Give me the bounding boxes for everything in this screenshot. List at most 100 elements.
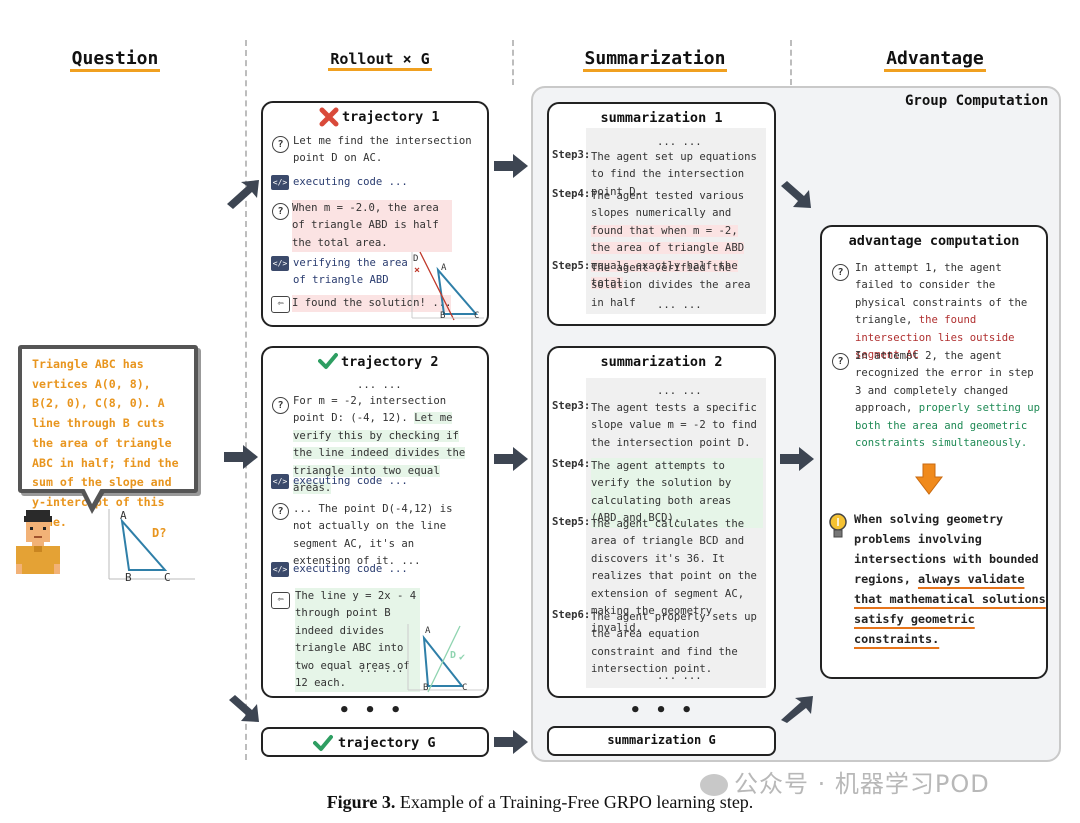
arrow-icon: [227, 180, 259, 209]
arrow-icon: [781, 181, 811, 208]
check-icon: ✔: [459, 652, 466, 663]
divider-3: [790, 40, 792, 85]
header-rollout: Rollout × G: [300, 50, 460, 71]
sum2-step3: The agent tests a specific slope value m…: [591, 402, 757, 449]
figure-caption: Figure 3. Example of a Training-Free GRP…: [326, 792, 754, 812]
advantage-computation-card[interactable]: [820, 225, 1048, 679]
traj2-line-2: ... The point D(-4,12) is not actually o…: [293, 503, 453, 568]
arrow-icon: [494, 447, 528, 471]
traj1-code-1: executing code ...: [293, 176, 408, 188]
arrow-icon: [224, 445, 258, 469]
question-icon: ?: [272, 136, 289, 153]
traj2-code-2: executing code ...: [293, 563, 408, 575]
arrow-icon: [494, 730, 528, 754]
sum2-dots-top: ... ...: [657, 385, 702, 397]
traj2-line-1: For m = -2, intersection point D: (-4, 1…: [293, 395, 466, 495]
sum1-step5-label: Step5:: [552, 260, 591, 272]
header-advantage: Advantage: [860, 48, 1010, 72]
sum2-step6-label: Step6:: [552, 609, 591, 621]
summarization-ellipsis: • • •: [629, 700, 695, 721]
trajectory-g-card[interactable]: [261, 727, 489, 757]
traj2-fig-a: A: [425, 626, 431, 636]
question-fig-label-c: C: [164, 571, 171, 584]
advantage-paragraph-1: In attempt 1, the agent failed to consid…: [855, 262, 1028, 362]
question-fig-label-a: A: [120, 509, 127, 522]
traj1-triangle-figure: [408, 250, 486, 322]
trajectory-1-title: trajectory 1: [342, 109, 440, 125]
question-icon: ?: [272, 503, 289, 520]
question-bubble: Triangle ABC has vertices A(0, 8), B(2, …: [18, 345, 198, 529]
traj1-fig-x: ×: [414, 265, 421, 276]
question-icon: ?: [272, 203, 289, 220]
down-arrow-icon: [914, 463, 944, 495]
check-icon: [313, 734, 333, 752]
traj1-fig-a: A: [441, 263, 447, 273]
traj1-line-2: When m = -2.0, the area of triangle ABD …: [292, 200, 452, 253]
traj2-code-1: executing code ...: [293, 475, 408, 487]
sum2-dots-bottom: ... ...: [657, 670, 702, 682]
question-fig-label-d: D?: [152, 526, 167, 540]
sum1-dots-bottom: ... ...: [657, 299, 702, 311]
summarization-1-title: summarization 1: [600, 110, 723, 126]
cross-icon: [319, 107, 339, 127]
sum2-step5: The agent calculates the area of triangl…: [591, 518, 757, 635]
trajectory-2-title: trajectory 2: [341, 354, 439, 370]
return-icon: ⇦: [271, 296, 290, 313]
traj2-fig-d: D: [450, 650, 457, 661]
question-text: Triangle ABC has vertices A(0, 8), B(2, …: [32, 357, 179, 529]
group-computation-label: Group Computation: [905, 93, 1049, 109]
watermark: 公众号 · 机器学习POD: [700, 764, 990, 799]
question-icon: ?: [832, 264, 849, 281]
code-icon: </>: [271, 474, 289, 489]
arrow-icon: [781, 696, 813, 723]
sum1-step3-label: Step3:: [552, 149, 591, 161]
divider-2: [512, 40, 514, 85]
traj1-fig-c: C: [474, 311, 480, 321]
person-icon: [12, 508, 64, 576]
traj2-fig-c: C: [462, 683, 468, 693]
traj1-fig-d: D: [413, 254, 419, 264]
question-icon: ?: [832, 353, 849, 370]
divider-1: [245, 40, 247, 760]
sum2-step3-label: Step3:: [552, 400, 591, 412]
question-icon: ?: [272, 397, 289, 414]
traj2-line-3: The line y = 2x - 4 through point B inde…: [295, 588, 420, 693]
traj1-line-1: Let me find the intersection point D on …: [293, 135, 472, 165]
arrow-icon: [780, 447, 814, 471]
traj1-fig-b: B: [440, 311, 446, 321]
summarization-g-title: summarization G: [607, 733, 716, 747]
sum1-dots-top: ... ...: [657, 136, 702, 148]
rollout-ellipsis: • • •: [338, 700, 404, 721]
advantage-title: advantage computation: [848, 233, 1020, 249]
sum1-step3: The agent set up equations to find the i…: [591, 151, 757, 198]
bubble-tail-inner: [84, 488, 101, 504]
sum1-step4-label: Step4:: [552, 188, 591, 200]
lightbulb-icon: [828, 512, 848, 540]
question-triangle-figure: [105, 505, 200, 587]
arrow-icon: [494, 154, 528, 178]
header-summarization: Summarization: [570, 48, 740, 72]
traj2-triangle-figure: [404, 622, 486, 694]
header-question: Question: [40, 48, 190, 72]
sum2-step4: The agent attempts to verify the solutio…: [591, 458, 763, 528]
summarization-g-card[interactable]: [547, 726, 776, 756]
advantage-paragraph-2: In attempt 2, the agent recognized the e…: [855, 350, 1040, 450]
return-icon: ⇦: [271, 592, 290, 609]
question-fig-label-b: B: [125, 571, 132, 584]
sum1-step5: The agent verified the solution divides …: [591, 262, 751, 309]
sum1-step4: The agent tested various slopes numerica…: [591, 190, 745, 290]
sum2-step5-label: Step5:: [552, 516, 591, 528]
wechat-icon: [700, 774, 728, 796]
traj2-dots-top: ... ...: [357, 379, 402, 391]
traj2-dots-bottom: ... ...: [359, 663, 404, 675]
sum2-step4-label: Step4:: [552, 458, 591, 470]
advantage-lesson: When solving geometry problems involving…: [854, 512, 1046, 646]
traj2-fig-b: B: [423, 683, 429, 693]
sum2-step6: The agent properly sets up the area equa…: [591, 611, 757, 676]
summarization-2-title: summarization 2: [600, 354, 723, 370]
check-icon: [318, 352, 338, 370]
summarization-2-panel: [586, 378, 766, 688]
code-icon: </>: [271, 256, 289, 271]
code-icon: </>: [271, 562, 289, 577]
trajectory-g-title: trajectory G: [338, 735, 436, 751]
